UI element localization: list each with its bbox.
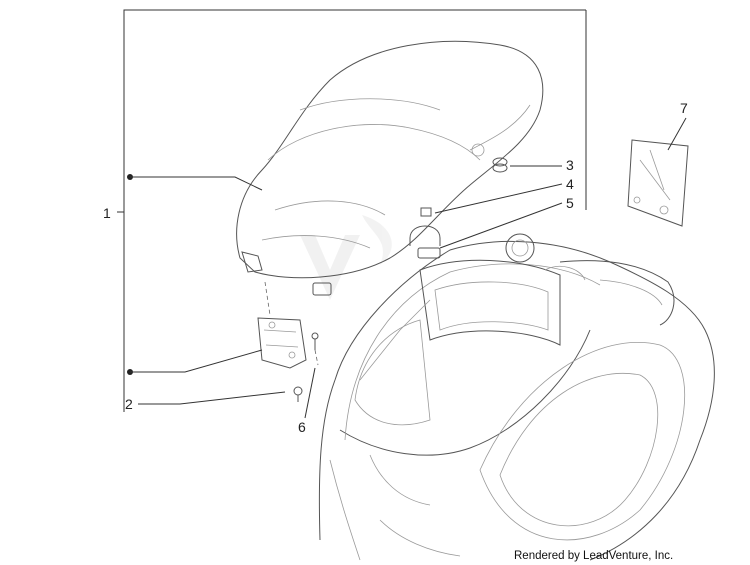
seat <box>236 40 544 279</box>
callout-6: 6 <box>298 419 306 435</box>
seat-clip <box>409 207 441 246</box>
leader-lines <box>127 117 687 419</box>
callout-labels: 1 2 3 4 5 6 7 <box>103 100 688 435</box>
callout-3: 3 <box>566 157 574 173</box>
rubber-bumper <box>492 157 508 173</box>
callout-5: 5 <box>566 195 574 211</box>
render-credit: Rendered by LeadVenture, Inc. <box>514 550 673 562</box>
assembly-bracket <box>117 9 587 412</box>
rubber-pad <box>312 247 441 296</box>
callout-4: 4 <box>566 176 574 192</box>
callout-1: 1 <box>103 205 111 221</box>
hinge-plate <box>257 281 307 369</box>
pin <box>311 332 319 366</box>
callout-2: 2 <box>125 396 133 412</box>
watermark-logo <box>300 215 392 300</box>
tool-kit-bag <box>627 139 689 227</box>
scooter-body-outline <box>318 233 715 561</box>
screw <box>293 386 303 402</box>
callout-7: 7 <box>680 100 688 116</box>
